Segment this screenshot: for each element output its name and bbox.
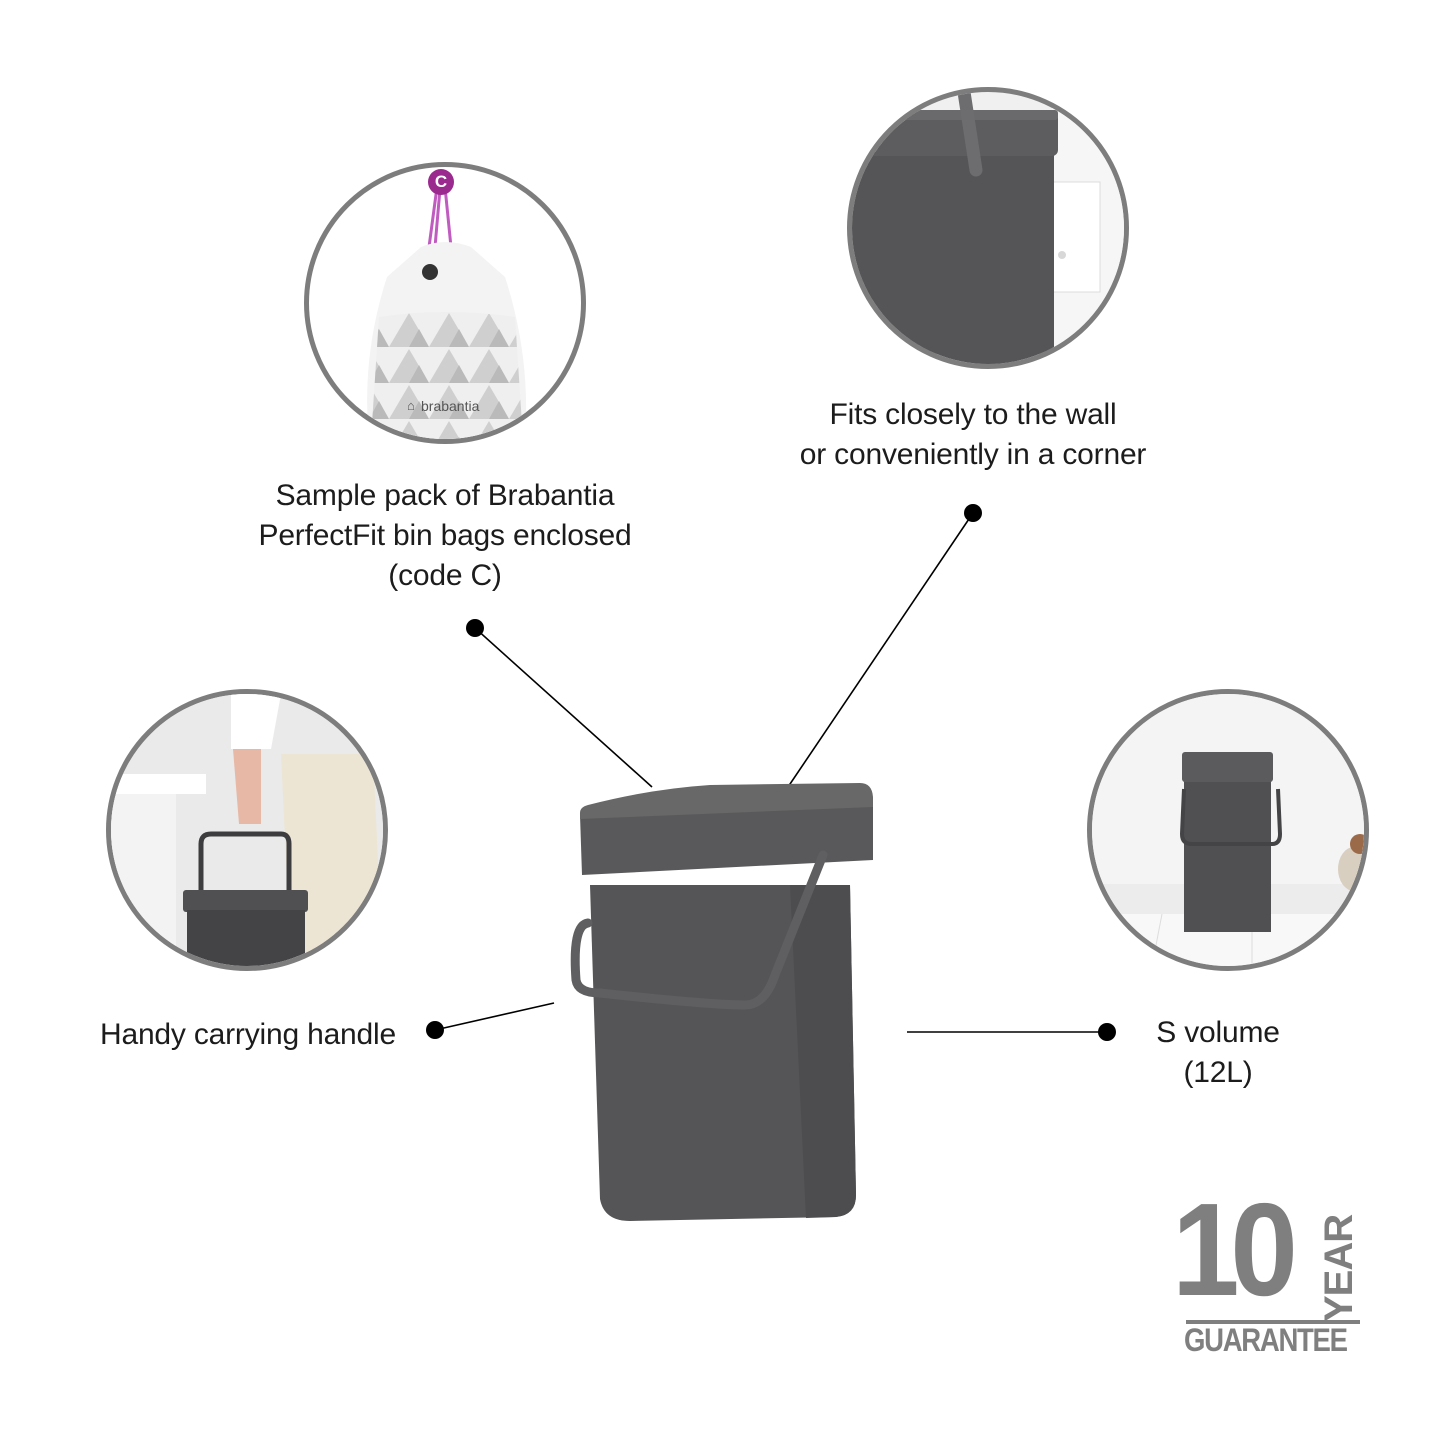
guarantee-label: GUARANTEE (1184, 1322, 1348, 1358)
bin-bag-illustration: ⌂ brabantia (367, 186, 527, 439)
bin-bag-photo: ⌂ brabantia C (304, 162, 586, 444)
wall-fit-photo (847, 87, 1129, 369)
wall-leader-dot (964, 504, 982, 522)
handle-leader-dot (426, 1021, 444, 1039)
carrying-handle-illustration (111, 694, 383, 966)
bag-brand-text: ⌂ (407, 398, 415, 413)
volume-caption: S volume (12L) (1156, 1016, 1280, 1089)
bin-bags-caption: Sample pack of Brabantia PerfectFit bin … (258, 479, 632, 592)
bag-leader-dot (466, 619, 484, 637)
ten-year-guarantee-badge: 10 YEAR GUARANTEE (1172, 1184, 1362, 1357)
guarantee-number: 10 (1172, 1176, 1298, 1323)
handle-caption: Handy carrying handle (100, 1018, 396, 1051)
sort-and-go-bin-image (570, 783, 873, 1221)
svg-text:brabantia: brabantia (421, 398, 480, 414)
guarantee-unit: YEAR (1317, 1214, 1361, 1322)
carrying-handle-photo (106, 689, 388, 971)
wall-fit-illustration (852, 92, 1124, 364)
volume-illustration (1092, 694, 1364, 966)
wall-fit-caption: Fits closely to the wall or conveniently… (799, 398, 1147, 471)
bag-code-badge: C (428, 169, 454, 195)
volume-photo (1087, 689, 1369, 971)
volume-leader-dot (1098, 1023, 1116, 1041)
guarantee-divider (1186, 1320, 1360, 1324)
